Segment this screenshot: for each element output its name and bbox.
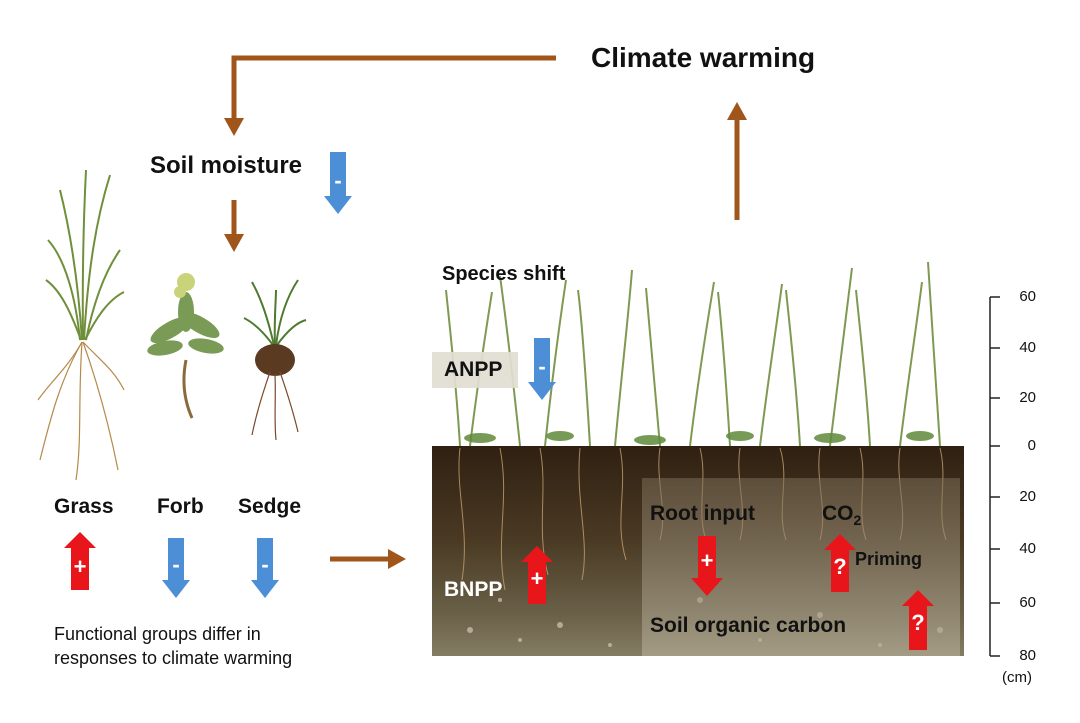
ground-leaves — [464, 431, 934, 445]
depth-tick-label: 80 — [1019, 647, 1036, 664]
climate-warming-title: Climate warming — [591, 42, 816, 73]
depth-tick-label: 40 — [1019, 339, 1036, 356]
soil-organic-carbon-label: Soil organic carbon — [650, 614, 847, 637]
svg-text:-: - — [334, 168, 341, 193]
arrow-moisture-to-groups — [224, 200, 244, 252]
depth-axis — [989, 296, 1000, 657]
svg-text:+: + — [74, 554, 87, 579]
sedge-plant-illustration — [243, 279, 307, 441]
co2-subscript: 2 — [853, 512, 862, 529]
svg-text:?: ? — [833, 554, 846, 579]
grass-plant-illustration — [37, 169, 125, 481]
feedback-arrow-climate-to-moisture — [231, 55, 556, 120]
depth-tick-label: 60 — [1019, 288, 1036, 305]
co2-label: CO2 — [822, 502, 861, 528]
forb-label: Forb — [157, 495, 204, 518]
functional-groups-caption: Functional groups differ in responses to… — [54, 624, 293, 668]
forb-plant-illustration — [147, 273, 224, 419]
soil-moisture-decrease-arrow: - — [324, 152, 352, 214]
sedge-decrease-arrow: - — [251, 538, 279, 598]
grassland-vegetation — [445, 261, 941, 447]
svg-text:?: ? — [911, 610, 924, 635]
bnpp-label: BNPP — [444, 578, 503, 601]
arrowhead-to-soil-moisture — [224, 118, 244, 136]
depth-tick-label: 20 — [1019, 389, 1036, 406]
species-shift-label: Species shift — [442, 263, 566, 285]
grass-label: Grass — [54, 495, 114, 518]
co2-uncertain-arrow: ? — [824, 534, 856, 592]
anpp-decrease-arrow: - — [528, 338, 556, 400]
depth-unit-label: (cm) — [1002, 669, 1032, 686]
forb-decrease-arrow: - — [162, 538, 190, 598]
depth-tick-label: 60 — [1019, 594, 1036, 611]
soil-profile-panel — [432, 446, 964, 656]
soil-moisture-label: Soil moisture — [150, 152, 303, 179]
depth-tick-label: 40 — [1019, 540, 1036, 557]
svg-text:-: - — [538, 354, 545, 379]
svg-text:-: - — [172, 552, 179, 577]
priming-label: Priming — [855, 549, 923, 569]
bnpp-increase-arrow: + — [521, 546, 553, 604]
depth-tick-label: 20 — [1019, 488, 1036, 505]
arrow-groups-to-soil — [330, 549, 406, 569]
arrow-soil-to-climate — [727, 102, 747, 220]
svg-text:+: + — [531, 566, 544, 591]
co2-text: CO — [822, 502, 854, 525]
root-input-label: Root input — [650, 502, 755, 525]
depth-tick-label: 0 — [1027, 437, 1036, 454]
root-input-increase-arrow: + — [691, 536, 723, 596]
anpp-label: ANPP — [432, 352, 519, 388]
grass-increase-arrow: + — [64, 532, 96, 590]
svg-text:-: - — [261, 552, 268, 577]
soc-uncertain-arrow: ? — [902, 590, 934, 650]
sedge-label: Sedge — [238, 495, 302, 518]
svg-text:+: + — [701, 548, 714, 573]
